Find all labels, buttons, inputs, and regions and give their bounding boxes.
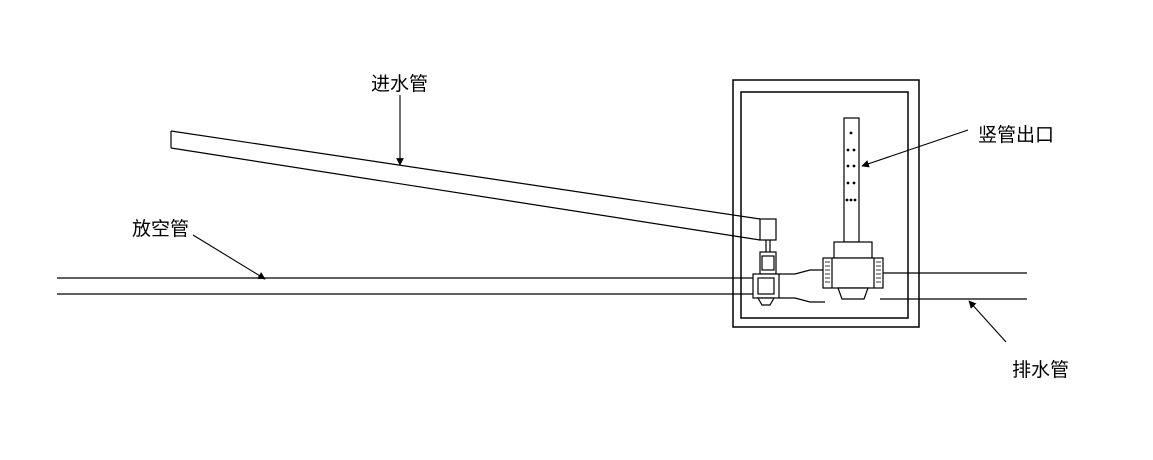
chamber <box>732 79 920 328</box>
standpipe-base-hatch <box>825 261 881 283</box>
inlet-pipe-label: 进水管 <box>371 73 429 95</box>
standpipe-support <box>837 287 869 300</box>
drain-pipe-label: 排水管 <box>1012 359 1070 381</box>
standpipe-base <box>822 257 884 289</box>
standpipe-riser <box>843 117 860 243</box>
standpipe-collar <box>833 241 873 259</box>
standpipe-outlet-holes <box>845 131 857 202</box>
chamber-outer-wall <box>732 79 920 328</box>
standpipe-outlet-leader <box>861 129 969 168</box>
vent-pipe <box>57 277 753 295</box>
inlet-pipe <box>170 130 761 241</box>
leader-lines <box>192 95 1007 343</box>
vent-pipe-label: 放空管 <box>132 218 190 240</box>
chamber-inner-wall <box>740 91 909 319</box>
vent-pipe-leader <box>192 234 266 280</box>
inlet-fitting <box>759 218 777 275</box>
drain-pipe-leader <box>968 300 1007 343</box>
vent-valve <box>752 273 780 306</box>
connector-pipe <box>779 269 825 303</box>
standpipe <box>822 117 884 300</box>
standpipe-outlet-label: 竖管出口 <box>978 124 1055 146</box>
drain-pipe <box>880 272 1027 300</box>
